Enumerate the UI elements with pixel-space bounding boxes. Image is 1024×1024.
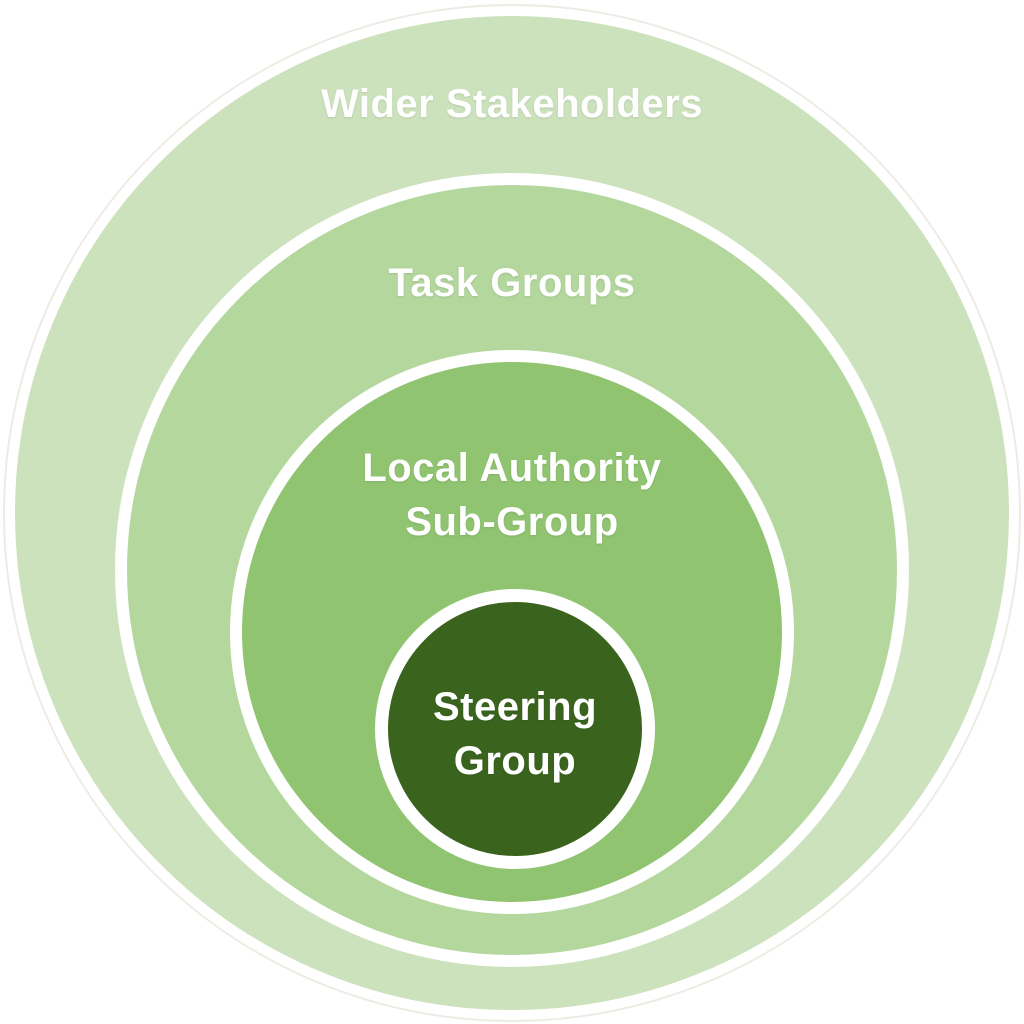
ring-steering-group	[375, 589, 655, 869]
